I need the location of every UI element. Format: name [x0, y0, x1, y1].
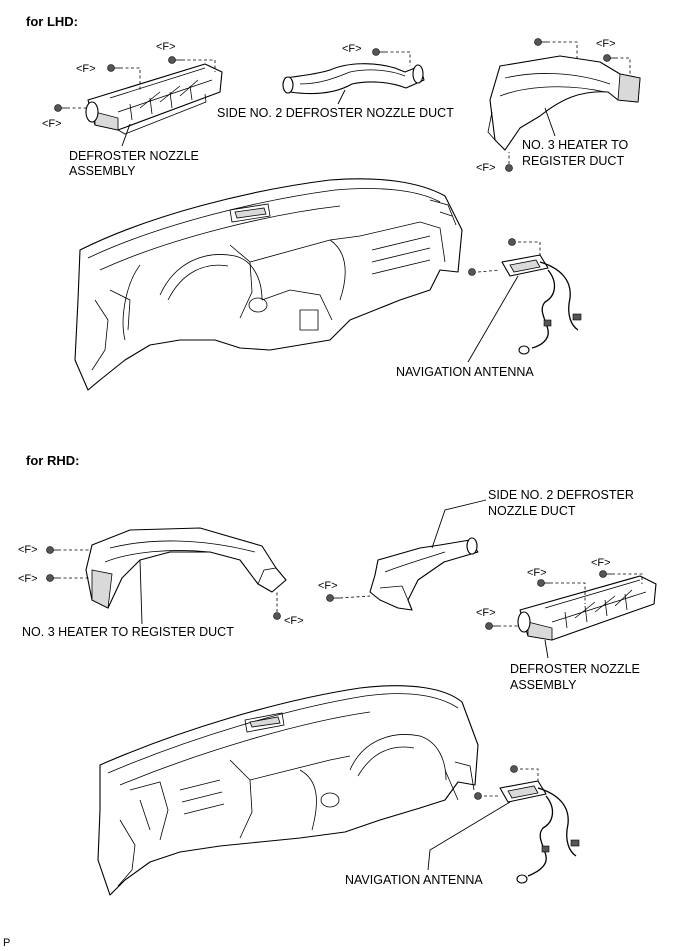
- lhd-defroster-nozzle-assembly: [85, 63, 223, 135]
- rhd-defroster-nozzle-label-line2: ASSEMBLY: [510, 678, 577, 692]
- fastener-label: <F>: [156, 41, 176, 53]
- lhd-fastener-7: <F>: [476, 152, 513, 174]
- rhd-nav-screw-1: [510, 765, 539, 782]
- rhd-no3-heater-to-register-duct: [85, 527, 287, 609]
- rhd-fastener-6: <F>: [591, 557, 643, 584]
- lhd-fastener-1: <F>: [156, 41, 216, 72]
- rhd-fastener-7: <F>: [476, 607, 518, 630]
- lhd-fastener-3: <F>: [42, 104, 86, 130]
- lhd-defroster-nozzle-label-line2: ASSEMBLY: [69, 164, 136, 178]
- lhd-side-duct-label: SIDE NO. 2 DEFROSTER NOZZLE DUCT: [217, 106, 454, 120]
- rhd-instrument-panel: [97, 685, 479, 896]
- lhd-navigation-antenna: [501, 254, 582, 355]
- fastener-label: <F>: [476, 162, 496, 174]
- fastener-label: <F>: [591, 557, 611, 569]
- fastener-label: <F>: [318, 580, 338, 592]
- fastener-label: <F>: [76, 63, 96, 75]
- fastener-label: <F>: [18, 573, 38, 585]
- rhd-fastener-5: <F>: [527, 567, 586, 604]
- rhd-fastener-3: <F>: [273, 592, 304, 627]
- fastener-label: <F>: [18, 544, 38, 556]
- lhd-nav-screw-1: [508, 238, 541, 256]
- lhd-fastener-5: [534, 38, 578, 58]
- lhd-fastener-4: <F>: [342, 43, 411, 66]
- lhd-nav-screw-2: [468, 268, 501, 276]
- rhd-fastener-4: <F>: [318, 580, 371, 602]
- lhd-fastener-2: <F>: [76, 63, 141, 92]
- lhd-no3-heater-to-register-duct: [487, 55, 641, 151]
- rhd-heater-duct-label: NO. 3 HEATER TO REGISTER DUCT: [22, 625, 234, 639]
- rhd-nav-antenna-label: NAVIGATION ANTENNA: [345, 873, 483, 887]
- lhd-side-no2-defroster-nozzle-duct: [282, 63, 425, 95]
- rhd-defroster-nozzle-assembly: [517, 575, 657, 641]
- rhd-side-duct-label-line1: SIDE NO. 2 DEFROSTER: [488, 488, 634, 502]
- fastener-label: <F>: [342, 43, 362, 55]
- rhd-fastener-1: <F>: [18, 544, 90, 556]
- lhd-instrument-panel: [74, 178, 463, 391]
- rhd-navigation-antenna: [499, 780, 580, 884]
- rhd-defroster-nozzle-label-line1: DEFROSTER NOZZLE: [510, 662, 640, 676]
- rhd-side-no2-defroster-nozzle-duct: [369, 537, 479, 611]
- fastener-label: <F>: [476, 607, 496, 619]
- lhd-fastener-6: <F>: [596, 38, 631, 76]
- lhd-heater-duct-label-line1: NO. 3 HEATER TO: [522, 138, 629, 152]
- fastener-label: <F>: [42, 118, 62, 130]
- fastener-label: <F>: [284, 615, 304, 627]
- footer-code: P: [3, 937, 10, 949]
- lhd-heater-duct-label-line2: REGISTER DUCT: [522, 154, 624, 168]
- rhd-section-header: for RHD:: [26, 453, 79, 468]
- rhd-side-duct-label-line2: NOZZLE DUCT: [488, 504, 576, 518]
- lhd-defroster-nozzle-label-line1: DEFROSTER NOZZLE: [69, 149, 199, 163]
- fastener-label: <F>: [527, 567, 547, 579]
- fastener-label: <F>: [596, 38, 616, 50]
- lhd-nav-antenna-label: NAVIGATION ANTENNA: [396, 365, 534, 379]
- rhd-fastener-2: <F>: [18, 573, 90, 585]
- rhd-nav-screw-2: [474, 792, 498, 800]
- lhd-section-header: for LHD:: [26, 14, 78, 29]
